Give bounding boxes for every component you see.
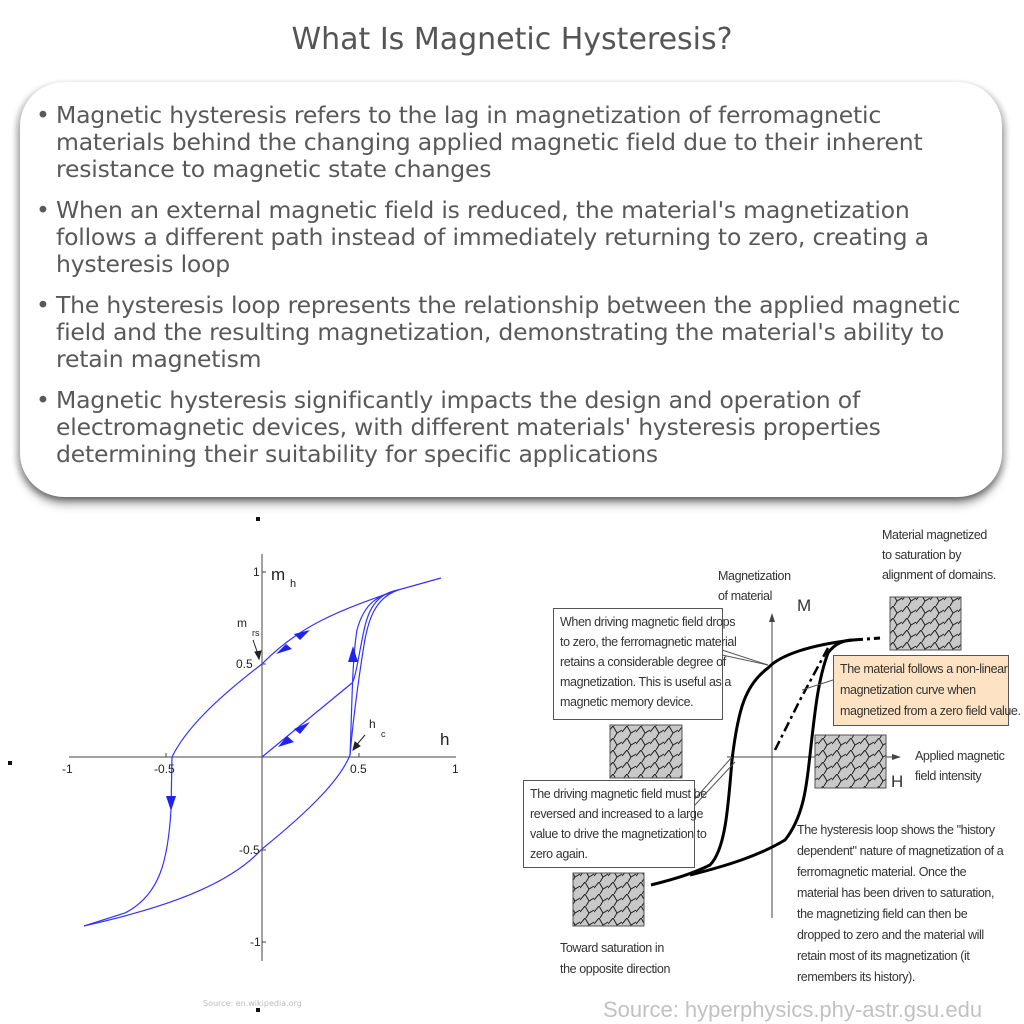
- note-line: ferromagnetic material. Once the: [797, 865, 967, 879]
- note-line: When driving magnetic field drops: [560, 615, 736, 629]
- remanence-label: m: [237, 616, 247, 630]
- bullet-text: The hysteresis loop represents the relat…: [56, 291, 961, 373]
- y-tick: 1: [253, 565, 260, 579]
- note-line: The hysteresis loop shows the "history: [797, 823, 995, 837]
- bullet-text: Magnetic hysteresis refers to the lag in…: [56, 101, 923, 183]
- y-axis-title: Magnetization of material: [718, 566, 791, 606]
- coercivity-label: h: [369, 717, 376, 731]
- annotation-arrows: [252, 639, 366, 752]
- note-line: magnetic memory device.: [560, 695, 694, 709]
- bullet-item: •Magnetic hysteresis significantly impac…: [36, 386, 881, 468]
- note-line: to zero, the ferromagnetic material: [560, 635, 737, 649]
- note-line: field intensity: [915, 769, 982, 783]
- note-line: retains a considerable degree of: [560, 655, 726, 669]
- note-line: Material magnetized: [882, 528, 987, 542]
- hysteresis-loop: [83, 577, 442, 927]
- note-line: value to drive the magnetization to: [530, 827, 707, 841]
- hysteresis-plot: [8, 517, 456, 1012]
- y-tick: -1: [250, 935, 261, 949]
- bullet-text: Magnetic hysteresis significantly impact…: [56, 386, 881, 468]
- bullet-item: •When an external magnetic field is redu…: [36, 196, 929, 278]
- y-axis-subscript: h: [290, 578, 297, 590]
- summary-card: [20, 82, 1002, 497]
- coercive-note: The driving magnetic field must be rever…: [523, 780, 707, 868]
- x-tick: -1: [62, 762, 73, 776]
- note-line: of material: [718, 589, 772, 603]
- x-axis-label: h: [440, 730, 450, 749]
- note-line: remembers its history).: [797, 970, 915, 984]
- domain-image-random: [814, 734, 887, 789]
- y-tick: 0.5: [236, 657, 253, 671]
- bullet-item: •Magnetic hysteresis refers to the lag i…: [36, 101, 923, 183]
- domain-image-reverse: [572, 872, 645, 927]
- note-line: to saturation by: [882, 548, 962, 562]
- note-line: retain most of its magnetization (it: [797, 949, 970, 963]
- opposite-note: Toward saturation in the opposite direct…: [560, 938, 670, 980]
- note-line: magnetization. This is useful as a: [560, 675, 731, 689]
- note-line: The material follows a non-linear: [840, 662, 1008, 676]
- direction-arrows: [166, 630, 358, 811]
- corner-marker: [8, 761, 12, 765]
- note-line: Magnetization: [718, 569, 791, 583]
- corner-marker: [256, 517, 260, 521]
- note-line: the opposite direction: [560, 962, 671, 976]
- nonlinear-note: The material follows a non-linear magnet…: [833, 655, 1021, 726]
- note-line: zero again.: [530, 847, 588, 861]
- bullet-list: •Magnetic hysteresis refers to the lag i…: [34, 102, 994, 482]
- note-line: reversed and increased to a large: [530, 807, 704, 821]
- x-tick: 1: [452, 762, 459, 776]
- history-note: The hysteresis loop shows the "history d…: [797, 820, 1004, 988]
- remanence-note: When driving magnetic field drops to zer…: [553, 608, 737, 720]
- y-axis-label: m: [271, 565, 286, 584]
- page-title: What Is Magnetic Hysteresis?: [291, 22, 733, 57]
- corner-marker: [256, 1008, 260, 1012]
- loop-curve: [650, 638, 854, 887]
- x-axis-title: Applied magnetic field intensity: [915, 746, 1005, 786]
- domain-image-remanent: [609, 724, 683, 779]
- source-credit: Source: hyperphysics.phy-astr.gsu.edu: [603, 997, 983, 1022]
- x-tick: -0.5: [154, 762, 175, 776]
- hysteresis-diagram: [572, 596, 962, 927]
- note-line: the magnetizing field can then be: [797, 907, 968, 921]
- x-axis-symbol: H: [891, 772, 903, 791]
- note-line: magnetization curve when: [840, 683, 976, 697]
- bullet-text: When an external magnetic field is reduc…: [56, 196, 929, 278]
- note-line: material has been driven to saturation,: [797, 886, 995, 900]
- note-line: Toward saturation in: [560, 941, 664, 955]
- remanence-subscript: rs: [252, 628, 260, 638]
- note-line: The driving magnetic field must be: [530, 787, 707, 801]
- note-line: magnetized from a zero field value.: [840, 704, 1021, 718]
- coercivity-subscript: c: [381, 729, 386, 739]
- source-credit: Source: en.wikipedia.org: [203, 999, 302, 1008]
- y-tick: -0.5: [239, 843, 260, 857]
- note-line: Applied magnetic: [915, 749, 1005, 763]
- domain-image-saturated: [889, 596, 962, 651]
- note-line: dependent" nature of magnetization of a: [797, 844, 1004, 858]
- saturation-note: Material magnetized to saturation by ali…: [882, 525, 996, 585]
- bullet-item: •The hysteresis loop represents the rela…: [36, 291, 961, 373]
- y-axis-symbol: M: [797, 596, 811, 615]
- note-line: alignment of domains.: [882, 568, 996, 582]
- note-line: dropped to zero and the material will: [797, 928, 984, 942]
- x-tick: 0.5: [350, 762, 367, 776]
